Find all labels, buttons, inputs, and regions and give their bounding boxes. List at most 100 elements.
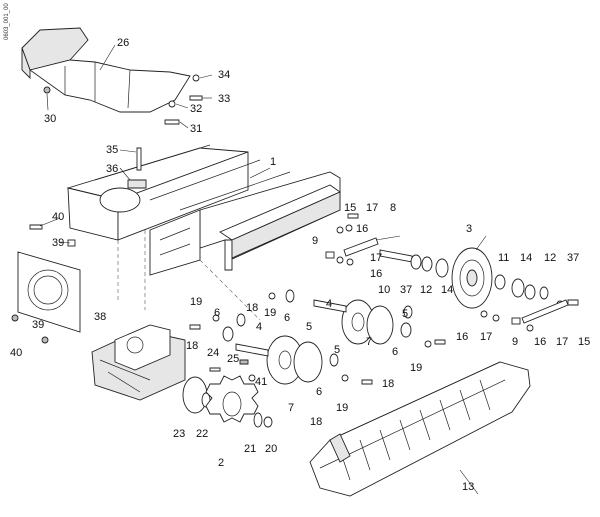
bolt-35 (136, 147, 142, 171)
screw-40b (41, 336, 49, 344)
top-cover-part (21, 27, 191, 113)
callout-18-a: 18 (186, 340, 198, 352)
callout-40-top: 40 (52, 211, 64, 223)
screw-30 (43, 86, 51, 94)
bushing-6-left (222, 326, 234, 342)
callout-16-top: 16 (356, 223, 368, 235)
callout-40-bottom: 40 (10, 347, 22, 359)
callout-32: 32 (190, 103, 202, 115)
side-plate-part (17, 251, 81, 333)
shaft-10 (379, 249, 413, 263)
callout-9-right: 9 (512, 336, 518, 348)
bolt-31 (164, 119, 180, 125)
callout-7-a: 7 (366, 336, 372, 348)
callout-12-right: 12 (544, 252, 556, 264)
bolt-18 (189, 324, 446, 385)
washer-16 (336, 226, 534, 332)
washer-21 (253, 412, 263, 428)
callout-16-right: 16 (456, 331, 468, 343)
callout-24: 24 (207, 347, 219, 359)
bracket-36 (127, 179, 147, 189)
callout-12-left: 12 (420, 284, 432, 296)
screw-39b (11, 314, 19, 322)
callout-5-c: 5 (402, 308, 408, 320)
bushing-11 (494, 274, 506, 290)
drive-sprocket-2 (205, 375, 259, 423)
key-25 (239, 359, 249, 365)
pin-24 (209, 367, 221, 372)
callout-35: 35 (106, 144, 118, 156)
callout-labels: 26 30 34 33 32 31 35 36 1 40 39 38 39 40… (10, 37, 590, 493)
bushing-37 (410, 254, 549, 300)
callout-37-right: 37 (567, 252, 579, 264)
callout-39-bottom: 39 (32, 319, 44, 331)
rod-long (521, 299, 569, 324)
callout-14-right: 14 (520, 252, 532, 264)
callout-17-far: 17 (556, 336, 568, 348)
roller-7-left (266, 335, 323, 385)
callout-16-far: 16 (534, 336, 546, 348)
callout-10: 10 (378, 284, 390, 296)
axle-4-left (235, 343, 269, 357)
callout-21: 21 (244, 443, 256, 455)
callout-8: 8 (390, 202, 396, 214)
callout-15-top: 15 (344, 202, 356, 214)
callout-3: 3 (466, 223, 472, 235)
rubber-track-13 (309, 361, 531, 497)
callout-23: 23 (173, 428, 185, 440)
callout-33: 33 (218, 93, 230, 105)
callout-6-a: 6 (214, 307, 220, 319)
leader-lines (39, 44, 487, 495)
callout-2: 2 (218, 457, 224, 469)
callout-17-right: 17 (480, 331, 492, 343)
callout-16-mid: 16 (370, 268, 382, 280)
tension-rod-8 (343, 237, 379, 257)
callout-6-b: 6 (284, 312, 290, 324)
callout-14-left: 14 (441, 284, 453, 296)
callout-13: 13 (462, 481, 474, 493)
bolt-40 (29, 224, 43, 230)
nut-20 (263, 416, 273, 428)
bolt-33 (189, 95, 203, 101)
hydraulic-motor-part (91, 324, 186, 401)
spacer-12 (421, 256, 536, 300)
callout-6-c: 6 (316, 386, 322, 398)
bearing-14 (435, 258, 525, 298)
callout-22: 22 (196, 428, 208, 440)
bolt-15 (347, 213, 579, 306)
washer-19 (212, 292, 432, 382)
callout-39-top: 39 (52, 237, 64, 249)
callout-4-a: 4 (326, 298, 332, 310)
axle-4-right (313, 299, 347, 313)
callout-19-mid: 19 (264, 307, 276, 319)
callout-20: 20 (265, 443, 277, 455)
callout-19-top: 19 (190, 296, 202, 308)
callout-18-right: 18 (382, 378, 394, 390)
callout-17-top: 17 (366, 202, 378, 214)
bushing-6-right (400, 322, 412, 338)
callout-18-low: 18 (310, 416, 322, 428)
callout-1: 1 (270, 156, 276, 168)
callout-38: 38 (94, 311, 106, 323)
nut-9 (325, 251, 521, 325)
callout-5-a: 5 (306, 321, 312, 333)
callout-11: 11 (498, 252, 509, 264)
callout-37-left: 37 (400, 284, 412, 296)
callout-36: 36 (106, 163, 118, 175)
callout-41: 41 (255, 376, 267, 388)
callout-30: 30 (44, 113, 56, 125)
callout-15-right: 15 (578, 336, 590, 348)
callout-7-b: 7 (288, 402, 294, 414)
roller-7-right (341, 299, 394, 345)
callout-34: 34 (218, 69, 230, 81)
callout-26: 26 (117, 37, 129, 49)
washer-32 (168, 100, 176, 108)
callout-9-top: 9 (312, 235, 318, 247)
nut-41 (248, 374, 256, 382)
callout-31: 31 (190, 123, 202, 135)
callout-25: 25 (227, 353, 239, 365)
idler-wheel-3 (451, 247, 493, 309)
callout-18-top: 18 (246, 302, 258, 314)
callout-17-mid: 17 (370, 252, 382, 264)
callout-19-right: 19 (410, 362, 422, 374)
